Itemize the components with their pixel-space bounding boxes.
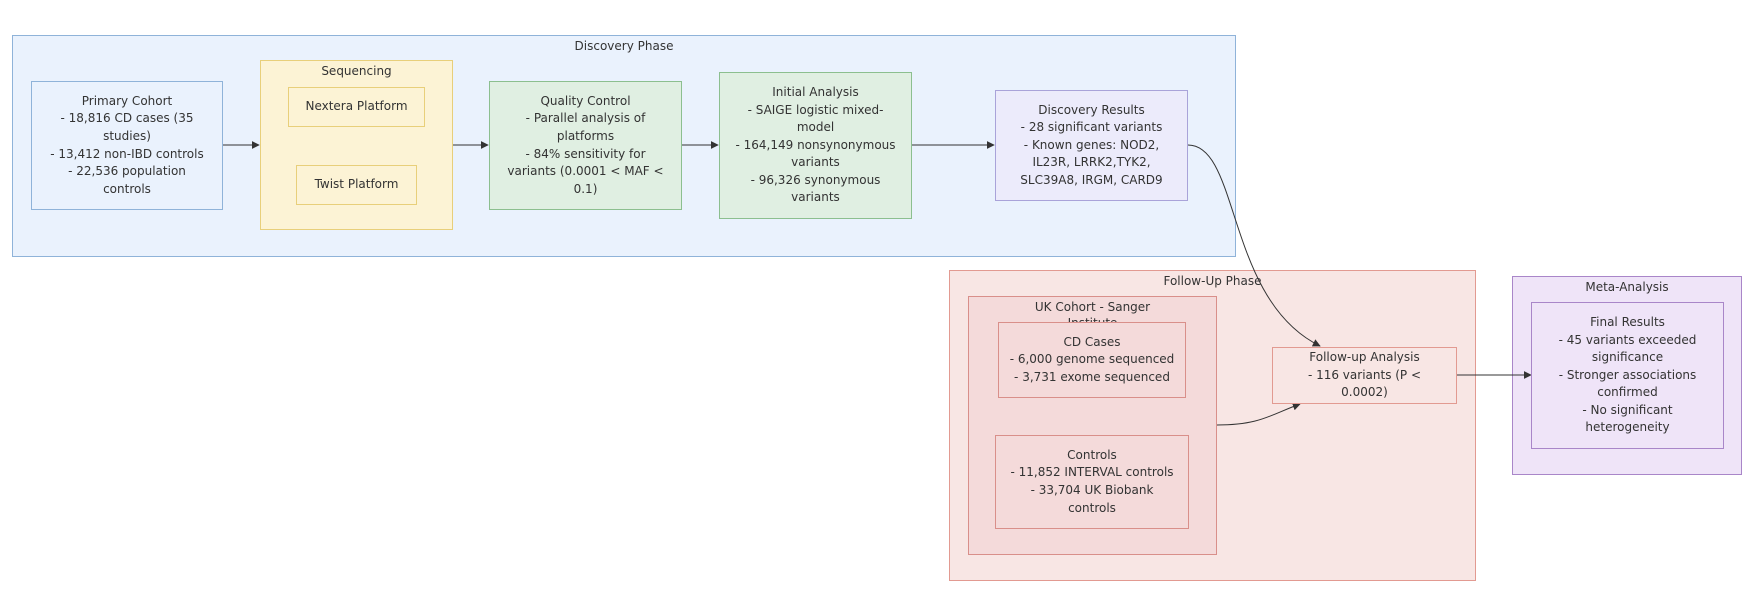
primary-cohort-line-5: controls — [103, 181, 151, 196]
results-line-1: - 28 significant variants — [1020, 120, 1163, 135]
primary-cohort-line-0: Primary Cohort — [81, 93, 173, 108]
controls-line-3: controls — [1068, 500, 1116, 515]
initial-line-4: variants — [791, 155, 840, 170]
primary-cohort-line-3: - 13,412 non-IBD controls — [50, 146, 204, 161]
cluster-title-sequencing: Sequencing — [321, 64, 392, 78]
followup-line-1: - 116 variants (P < 0.0002) — [1307, 367, 1422, 400]
final-line-4: confirmed — [1597, 385, 1658, 400]
primary-cohort-line-1: - 18,816 CD cases (35 — [60, 111, 194, 126]
cluster-title-meta: Meta-Analysis — [1585, 280, 1669, 294]
twist-line-0: Twist Platform — [314, 177, 399, 192]
initial-line-0: Initial Analysis — [772, 84, 859, 99]
node-twist-platform: Twist Platform — [296, 165, 417, 205]
controls-line-0: Controls — [1067, 447, 1117, 462]
node-quality-control: Quality Control - Parallel analysis of p… — [489, 81, 682, 210]
initial-line-1: - SAIGE logistic mixed- — [747, 102, 884, 117]
results-line-0: Discovery Results — [1038, 102, 1145, 117]
cd-cases-line-2: - 3,731 exome sequenced — [1014, 369, 1170, 384]
final-line-5: - No significant — [1582, 402, 1673, 417]
final-line-6: heterogeneity — [1585, 420, 1670, 435]
qc-line-2: platforms — [556, 128, 615, 143]
node-cd-cases: CD Cases - 6,000 genome sequenced - 3,73… — [998, 322, 1186, 398]
cd-cases-line-1: - 6,000 genome sequenced — [1009, 352, 1175, 367]
controls-line-1: - 11,852 INTERVAL controls — [1010, 465, 1174, 480]
cluster-title-discovery: Discovery Phase — [574, 39, 674, 53]
qc-line-3: - 84% sensitivity for — [525, 146, 646, 161]
primary-cohort-line-4: - 22,536 population — [68, 164, 186, 179]
cd-cases-line-0: CD Cases — [1063, 334, 1121, 349]
node-nextera-platform: Nextera Platform — [288, 87, 425, 127]
node-controls: Controls - 11,852 INTERVAL controls - 33… — [995, 435, 1189, 529]
controls-line-2: - 33,704 UK Biobank — [1030, 483, 1154, 497]
initial-line-6: variants — [791, 190, 840, 205]
results-line-3: IL23R, LRRK2,TYK2, — [1032, 155, 1151, 170]
node-followup-analysis: Follow-up Analysis - 116 variants (P < 0… — [1272, 347, 1457, 404]
node-primary-cohort: Primary Cohort - 18,816 CD cases (35 stu… — [31, 81, 223, 210]
followup-line-0: Follow-up Analysis — [1309, 350, 1420, 365]
final-line-2: significance — [1591, 350, 1664, 365]
initial-line-5: - 96,326 synonymous — [750, 172, 881, 187]
results-line-2: - Known genes: NOD2, — [1023, 137, 1160, 152]
qc-line-5: 0.1) — [573, 181, 598, 196]
qc-line-0: Quality Control — [540, 93, 631, 108]
final-line-1: - 45 variants exceeded — [1558, 332, 1697, 347]
node-final-results: Final Results - 45 variants exceeded sig… — [1531, 302, 1724, 449]
node-discovery-results: Discovery Results - 28 significant varia… — [995, 90, 1188, 201]
initial-line-3: - 164,149 nonsynonymous — [735, 137, 896, 152]
edge-results-to-followup — [1187, 144, 1321, 347]
final-line-3: - Stronger associations — [1558, 367, 1697, 382]
qc-line-4: variants (0.0001 < MAF < — [507, 164, 664, 179]
cluster-title-followup: Follow-Up Phase — [1163, 274, 1262, 288]
qc-line-1: - Parallel analysis of — [525, 111, 646, 126]
initial-line-2: model — [796, 120, 835, 135]
final-line-0: Final Results — [1590, 314, 1665, 329]
results-line-4: SLC39A8, IRGM, CARD9 — [1020, 172, 1163, 187]
primary-cohort-line-2: studies) — [103, 128, 151, 143]
edge-uk-to-followup — [1216, 402, 1301, 426]
nextera-line-0: Nextera Platform — [305, 99, 408, 114]
node-initial-analysis: Initial Analysis - SAIGE logistic mixed-… — [719, 72, 912, 219]
